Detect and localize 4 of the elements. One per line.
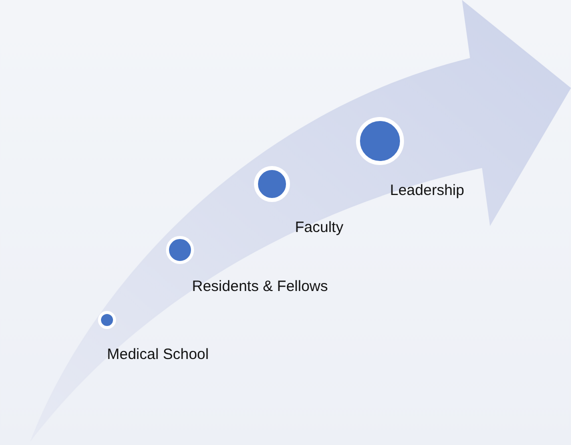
- milestone-label: Leadership: [390, 182, 464, 200]
- milestone-label: Residents & Fellows: [192, 278, 328, 296]
- milestone-label: Faculty: [295, 219, 344, 237]
- milestone-label: Medical School: [107, 346, 209, 364]
